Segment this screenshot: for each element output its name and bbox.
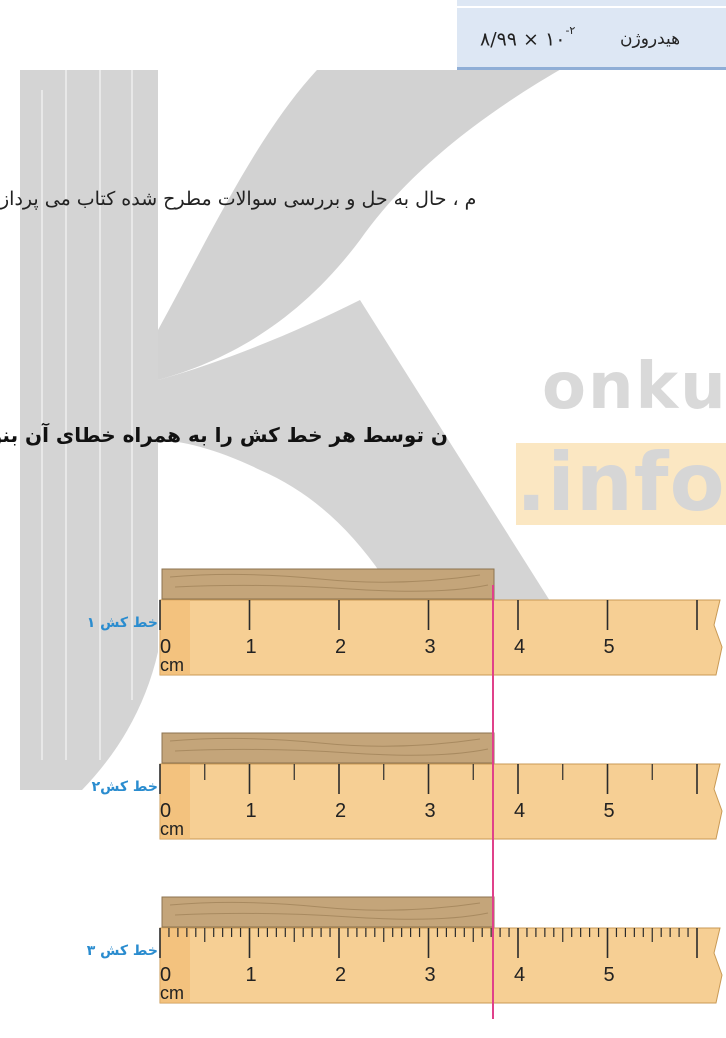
ruler-unit: cm <box>160 983 184 1003</box>
watermark-text-info: .info <box>516 436 726 529</box>
data-table-row: ۸/۹۹ × ۱۰-۲ هیدروژن <box>0 0 726 70</box>
table-value: ۸/۹۹ × ۱۰-۲ <box>480 24 576 51</box>
measured-bar <box>161 896 495 928</box>
ruler-number: 5 <box>604 800 615 822</box>
ruler-number: 1 <box>246 636 257 658</box>
ruler-number: 4 <box>514 636 525 658</box>
ruler-number: 2 <box>335 964 346 986</box>
question-sentence: ن توسط هر خط کش را به همراه خطای آن بنوی… <box>0 423 448 447</box>
measured-bar <box>161 732 495 764</box>
watermark-highlight <box>516 443 726 525</box>
watermark-text-onkur: onkur <box>542 350 726 424</box>
ruler-number: 3 <box>425 636 436 658</box>
ruler-shade <box>160 928 190 1003</box>
intro-sentence: م ، حال به حل و بررسی سوالات مطرح شده کت… <box>0 188 477 210</box>
bar-grain <box>169 737 489 756</box>
ruler-body <box>159 599 723 676</box>
ruler-number: 4 <box>514 964 525 986</box>
ruler-shade <box>160 764 190 839</box>
ruler-label-2: خط کش۲ <box>91 779 158 795</box>
bar-grain <box>169 901 489 920</box>
ruler-unit: cm <box>160 655 184 675</box>
measurement-marker-line <box>492 585 494 1019</box>
ruler-number: 5 <box>604 964 615 986</box>
ruler-number: 2 <box>335 636 346 658</box>
ruler-unit: cm <box>160 819 184 839</box>
ruler-number: 1 <box>246 800 257 822</box>
ruler-number: 1 <box>246 964 257 986</box>
ruler-number: 0 <box>160 800 171 822</box>
ruler-shade <box>160 600 190 675</box>
ruler-number: 3 <box>425 800 436 822</box>
ruler-number: 3 <box>425 964 436 986</box>
ruler-body <box>159 763 723 840</box>
bar-grain <box>169 573 489 592</box>
ruler-label-3: خط کش ۳ <box>86 943 158 959</box>
ruler-label-1: خط کش ۱ <box>86 615 158 631</box>
ruler-number: 5 <box>604 636 615 658</box>
ruler-number: 0 <box>160 636 171 658</box>
ruler-body <box>159 927 723 1004</box>
ruler-number: 0 <box>160 964 171 986</box>
ruler-number: 2 <box>335 800 346 822</box>
table-label: هیدروژن <box>620 29 681 49</box>
measured-bar <box>161 568 495 600</box>
ruler-number: 4 <box>514 800 525 822</box>
